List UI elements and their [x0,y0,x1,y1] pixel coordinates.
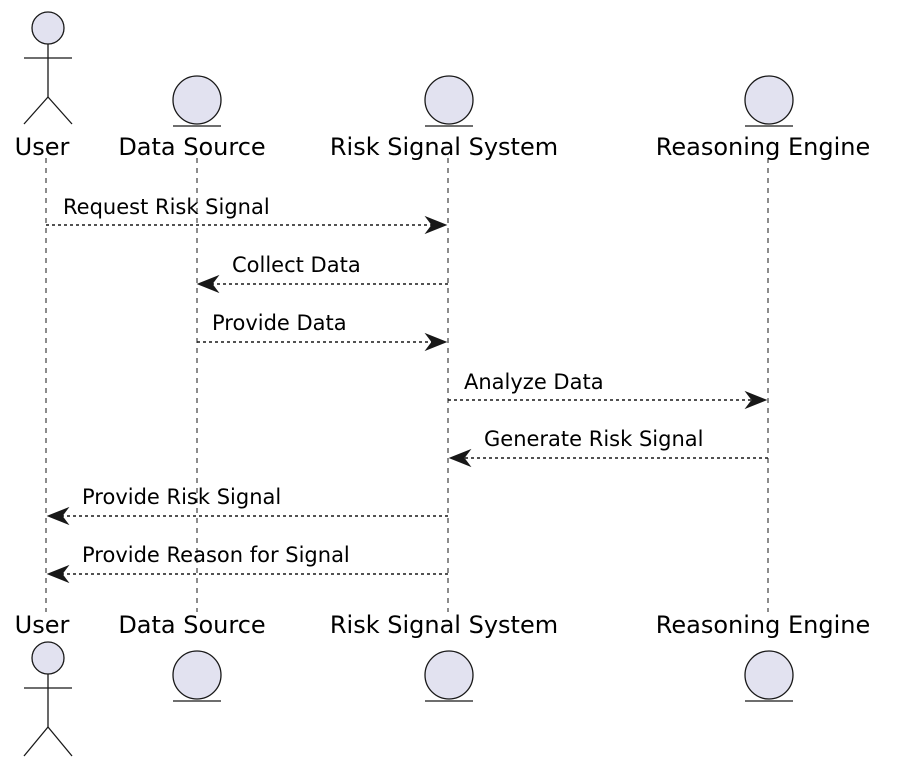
message-label: Provide Risk Signal [82,485,281,509]
arrowhead-right [424,215,448,235]
participant-label-data-source: Data Source [118,611,265,639]
entity-icon [424,75,474,127]
message-request-risk-signal: Request Risk Signal [46,195,448,235]
participant-risk-signal-system-bottom: Risk Signal System [330,611,558,702]
participant-reasoning-engine-top: Reasoning Engine [656,75,870,161]
message-provide-risk-signal: Provide Risk Signal [46,485,448,526]
participant-risk-signal-system-top: Risk Signal System [330,75,558,161]
participant-data-source-bottom: Data Source [118,611,266,702]
message-label: Provide Reason for Signal [82,543,350,567]
message-label: Collect Data [232,253,361,277]
entity-icon [744,75,794,127]
arrowhead-left [196,274,220,294]
participant-reasoning-engine-bottom: Reasoning Engine [656,611,870,702]
participant-user-bottom: User [15,611,73,757]
participant-label-reasoning-engine: Reasoning Engine [656,133,870,161]
message-provide-data: Provide Data [197,311,448,352]
message-label: Request Risk Signal [63,195,270,219]
participant-label-data-source: Data Source [118,133,265,161]
entity-icon [172,75,222,127]
entity-icon [744,650,794,702]
actor-icon [23,641,73,757]
participant-label-risk-signal-system: Risk Signal System [330,611,558,639]
arrowhead-left [46,564,70,584]
arrowhead-right [424,332,448,352]
participant-label-reasoning-engine: Reasoning Engine [656,611,870,639]
message-label: Analyze Data [464,370,604,394]
participant-label-user: User [15,611,70,639]
message-provide-reason-for-signal: Provide Reason for Signal [46,543,448,584]
message-label: Provide Data [212,311,347,335]
arrowhead-left [46,506,70,526]
message-collect-data: Collect Data [196,253,448,294]
message-analyze-data: Analyze Data [448,370,768,410]
entity-icon [172,650,222,702]
arrowhead-right [744,390,768,410]
message-label: Generate Risk Signal [484,427,703,451]
participant-user-top: User [15,11,73,161]
message-generate-risk-signal: Generate Risk Signal [448,427,768,468]
participant-label-risk-signal-system: Risk Signal System [330,133,558,161]
actor-icon [23,11,73,125]
participant-label-user: User [15,133,70,161]
participant-data-source-top: Data Source [118,75,266,161]
entity-icon [424,650,474,702]
arrowhead-left [448,448,472,468]
